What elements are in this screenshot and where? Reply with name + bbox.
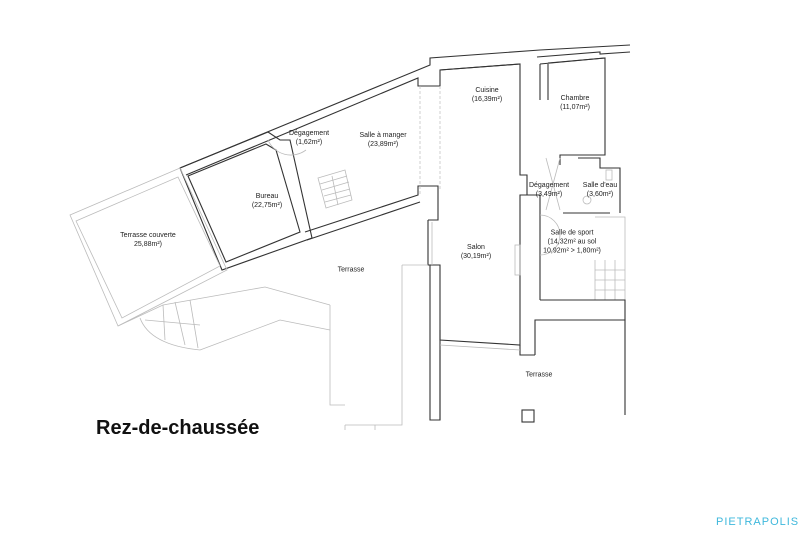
room-degagement-1: Dégagement (1,62m²): [289, 129, 329, 147]
room-name: Chambre: [560, 95, 590, 102]
room-area: (3,49m²): [535, 191, 563, 198]
room-name: Terrasse: [525, 371, 553, 379]
room-name: Terrasse: [337, 266, 365, 274]
stairs-1: [317, 169, 353, 209]
room-cuisine: Cuisine (16,39m²): [472, 86, 502, 104]
room-area: (30,19m²): [460, 253, 492, 260]
door-arc-degagement: [267, 139, 307, 156]
room-area: (3,60m²): [586, 191, 614, 198]
room-area: (16,39m²): [471, 96, 503, 103]
room-area-secondary: 10,92m² > 1,80m²): [543, 247, 601, 255]
room-terrasse-middle: Terrasse: [338, 266, 365, 275]
terrasse-couverte: [69, 167, 228, 327]
room-area: (22,75m²): [251, 202, 283, 209]
room-salle-d-eau: Salle d'eau (3,60m²): [583, 181, 617, 199]
floor-title: Rez-de-chaussée: [96, 417, 260, 439]
room-area: (14,32m² au sol: [547, 238, 597, 246]
room-name: Dégagement: [288, 130, 330, 137]
room-terrasse-right: Terrasse: [526, 371, 553, 380]
room-salon: Salon (30,19m²): [461, 243, 491, 261]
room-name: Dégagement: [528, 182, 570, 189]
room-name: Cuisine: [475, 87, 499, 94]
room-terrasse-couverte: Terrasse couverte 25,88m²): [120, 231, 176, 249]
salon-cuisine-walls: [427, 63, 528, 421]
brand-logo: PIETRAPOLIS: [716, 516, 800, 528]
outdoor-stairs: [117, 286, 331, 351]
room-salle-de-sport: Salle de sport (14,32m² au sol 10,92m² >…: [543, 229, 601, 256]
room-name: Salon: [467, 244, 485, 251]
room-name: Terrasse couverte: [120, 232, 176, 239]
room-area: (1,62m²): [295, 139, 323, 146]
room-area: (23,89m²): [367, 141, 399, 148]
room-name: Salle à manger: [359, 132, 407, 139]
room-salle-a-manger: Salle à manger (23,89m²): [359, 131, 406, 149]
room-area: 25,88m²): [133, 241, 163, 248]
room-degagement-2: Dégagement (3,49m²): [529, 181, 569, 199]
room-name: Salle de sport: [550, 229, 594, 237]
terrasse-right: [439, 319, 626, 423]
dining-walls: [304, 86, 441, 241]
room-bureau: Bureau (22,75m²): [252, 192, 282, 210]
bureau-walls: [179, 131, 313, 271]
room-area: (11,07m²): [560, 104, 590, 111]
terrasse-middle: [329, 264, 428, 430]
sdb-walls: [527, 157, 621, 300]
room-chambre: Chambre (11,07m²): [560, 94, 590, 112]
room-name: Bureau: [255, 193, 279, 200]
room-name: Salle d'eau: [582, 182, 618, 189]
